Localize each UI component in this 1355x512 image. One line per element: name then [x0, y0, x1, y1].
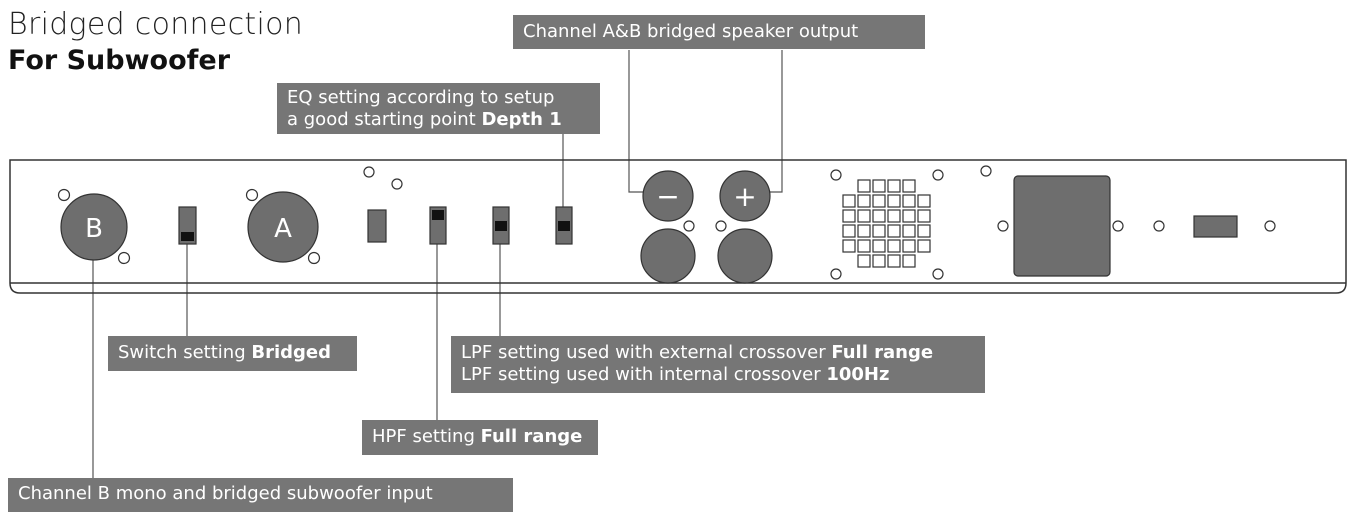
vent-hole: [872, 209, 886, 223]
lpf-line1: LPF setting used with external crossover…: [461, 342, 975, 364]
vent-hole: [887, 179, 901, 193]
screw-hole: [1112, 220, 1124, 232]
vent-hole: [872, 194, 886, 208]
power-switch[interactable]: [1193, 215, 1238, 238]
vent-hole: [887, 239, 901, 253]
input-b-label: B: [85, 214, 103, 244]
screw-hole: [715, 220, 727, 232]
vent-hole: [857, 194, 871, 208]
vent-hole: [902, 239, 916, 253]
vent-hole: [857, 254, 871, 268]
screw-hole: [932, 169, 944, 181]
vent-hole: [872, 254, 886, 268]
screw-hole: [1264, 220, 1276, 232]
vent-hole: [887, 194, 901, 208]
screw-hole: [830, 268, 842, 280]
vent-hole: [842, 194, 856, 208]
power-inlet-plate: [1013, 175, 1111, 277]
diagram-title: Bridged connection For Subwoofer: [8, 6, 303, 77]
fan-grille: [842, 179, 931, 268]
dip-switch-unused[interactable]: [367, 209, 387, 243]
callout-lpf-setting: LPF setting used with external crossover…: [451, 336, 985, 393]
vent-hole: [917, 209, 931, 223]
vent-hole: [857, 224, 871, 238]
speakon-output-left[interactable]: [640, 228, 696, 284]
hpf-prefix: HPF setting: [372, 426, 481, 447]
vent-hole: [887, 209, 901, 223]
vent-hole: [902, 224, 916, 238]
eq-line2-prefix: a good starting point: [287, 109, 482, 130]
xlr-input-a[interactable]: [247, 191, 319, 263]
lpf-line2: LPF setting used with internal crossover…: [461, 364, 975, 386]
switch-prefix: Switch setting: [118, 342, 252, 363]
vent-hole: [917, 239, 931, 253]
vent-hole: [917, 194, 931, 208]
input-a-label: A: [274, 214, 292, 244]
screw-hole: [1153, 220, 1165, 232]
vent-hole: [842, 209, 856, 223]
switch-bold: Bridged: [251, 342, 331, 363]
callout-input-b: Channel B mono and bridged subwoofer inp…: [8, 478, 513, 512]
hpf-bold: Full range: [480, 426, 583, 447]
lpf-line2-prefix: LPF setting used with internal crossover: [461, 364, 827, 385]
vent-hole: [917, 224, 931, 238]
panel-outline: [9, 159, 1347, 294]
screw-hole: [997, 220, 1009, 232]
vent-hole: [902, 209, 916, 223]
screw-hole: [932, 268, 944, 280]
callout-eq-setting: EQ setting according to setup a good sta…: [277, 83, 600, 134]
eq-switch-lever: [558, 221, 570, 231]
screw-hole: [980, 165, 992, 177]
screw-hole: [117, 251, 131, 265]
screw-hole: [363, 166, 375, 178]
vent-hole: [872, 179, 886, 193]
speaker-plus-label: +: [733, 180, 756, 213]
input-b-text: Channel B mono and bridged subwoofer inp…: [18, 483, 433, 504]
vent-hole: [857, 209, 871, 223]
leader-lines: [92, 50, 783, 478]
lpf-line2-bold: 100Hz: [826, 364, 890, 385]
vent-hole: [872, 239, 886, 253]
vent-hole: [902, 194, 916, 208]
leader-speaker-plus: [766, 50, 783, 193]
leader-speaker-minus: [628, 50, 643, 193]
eq-line1: EQ setting according to setup: [287, 87, 555, 108]
vent-hole: [902, 254, 916, 268]
lpf-line1-bold: Full range: [831, 342, 934, 363]
screw-hole: [57, 188, 71, 202]
screw-hole: [391, 178, 403, 190]
vent-hole: [842, 239, 856, 253]
lpf-line1-prefix: LPF setting used with external crossover: [461, 342, 832, 363]
speakon-output-right[interactable]: [717, 228, 773, 284]
screw-hole: [307, 251, 321, 265]
vent-hole: [887, 254, 901, 268]
screw-hole: [683, 220, 695, 232]
speaker-plus-terminal[interactable]: [719, 170, 771, 222]
callout-speaker-output: Channel A&B bridged speaker output: [513, 15, 925, 49]
title-line1: Bridged connection: [8, 7, 304, 42]
speaker-minus-terminal[interactable]: [642, 170, 694, 222]
screw-hole: [830, 169, 842, 181]
vent-hole: [872, 224, 886, 238]
lpf-switch-lever: [495, 221, 507, 231]
callout-hpf-setting: HPF setting Full range: [362, 420, 598, 455]
hpf-switch-lever: [432, 210, 444, 220]
title-line2: For Subwoofer: [8, 44, 231, 76]
speaker-minus-label: −: [656, 180, 679, 213]
bridge-switch-lever: [181, 232, 194, 241]
vent-hole: [857, 179, 871, 193]
vent-hole: [842, 224, 856, 238]
vent-hole: [887, 224, 901, 238]
eq-line2-bold: Depth 1: [481, 109, 562, 130]
xlr-input-b[interactable]: [60, 193, 128, 261]
callout-speaker-output-text: Channel A&B bridged speaker output: [523, 21, 859, 42]
eq-line2: a good starting point Depth 1: [287, 109, 590, 131]
vent-hole: [857, 239, 871, 253]
callout-switch-setting: Switch setting Bridged: [108, 336, 357, 371]
vent-hole: [902, 179, 916, 193]
screw-hole: [245, 188, 259, 202]
